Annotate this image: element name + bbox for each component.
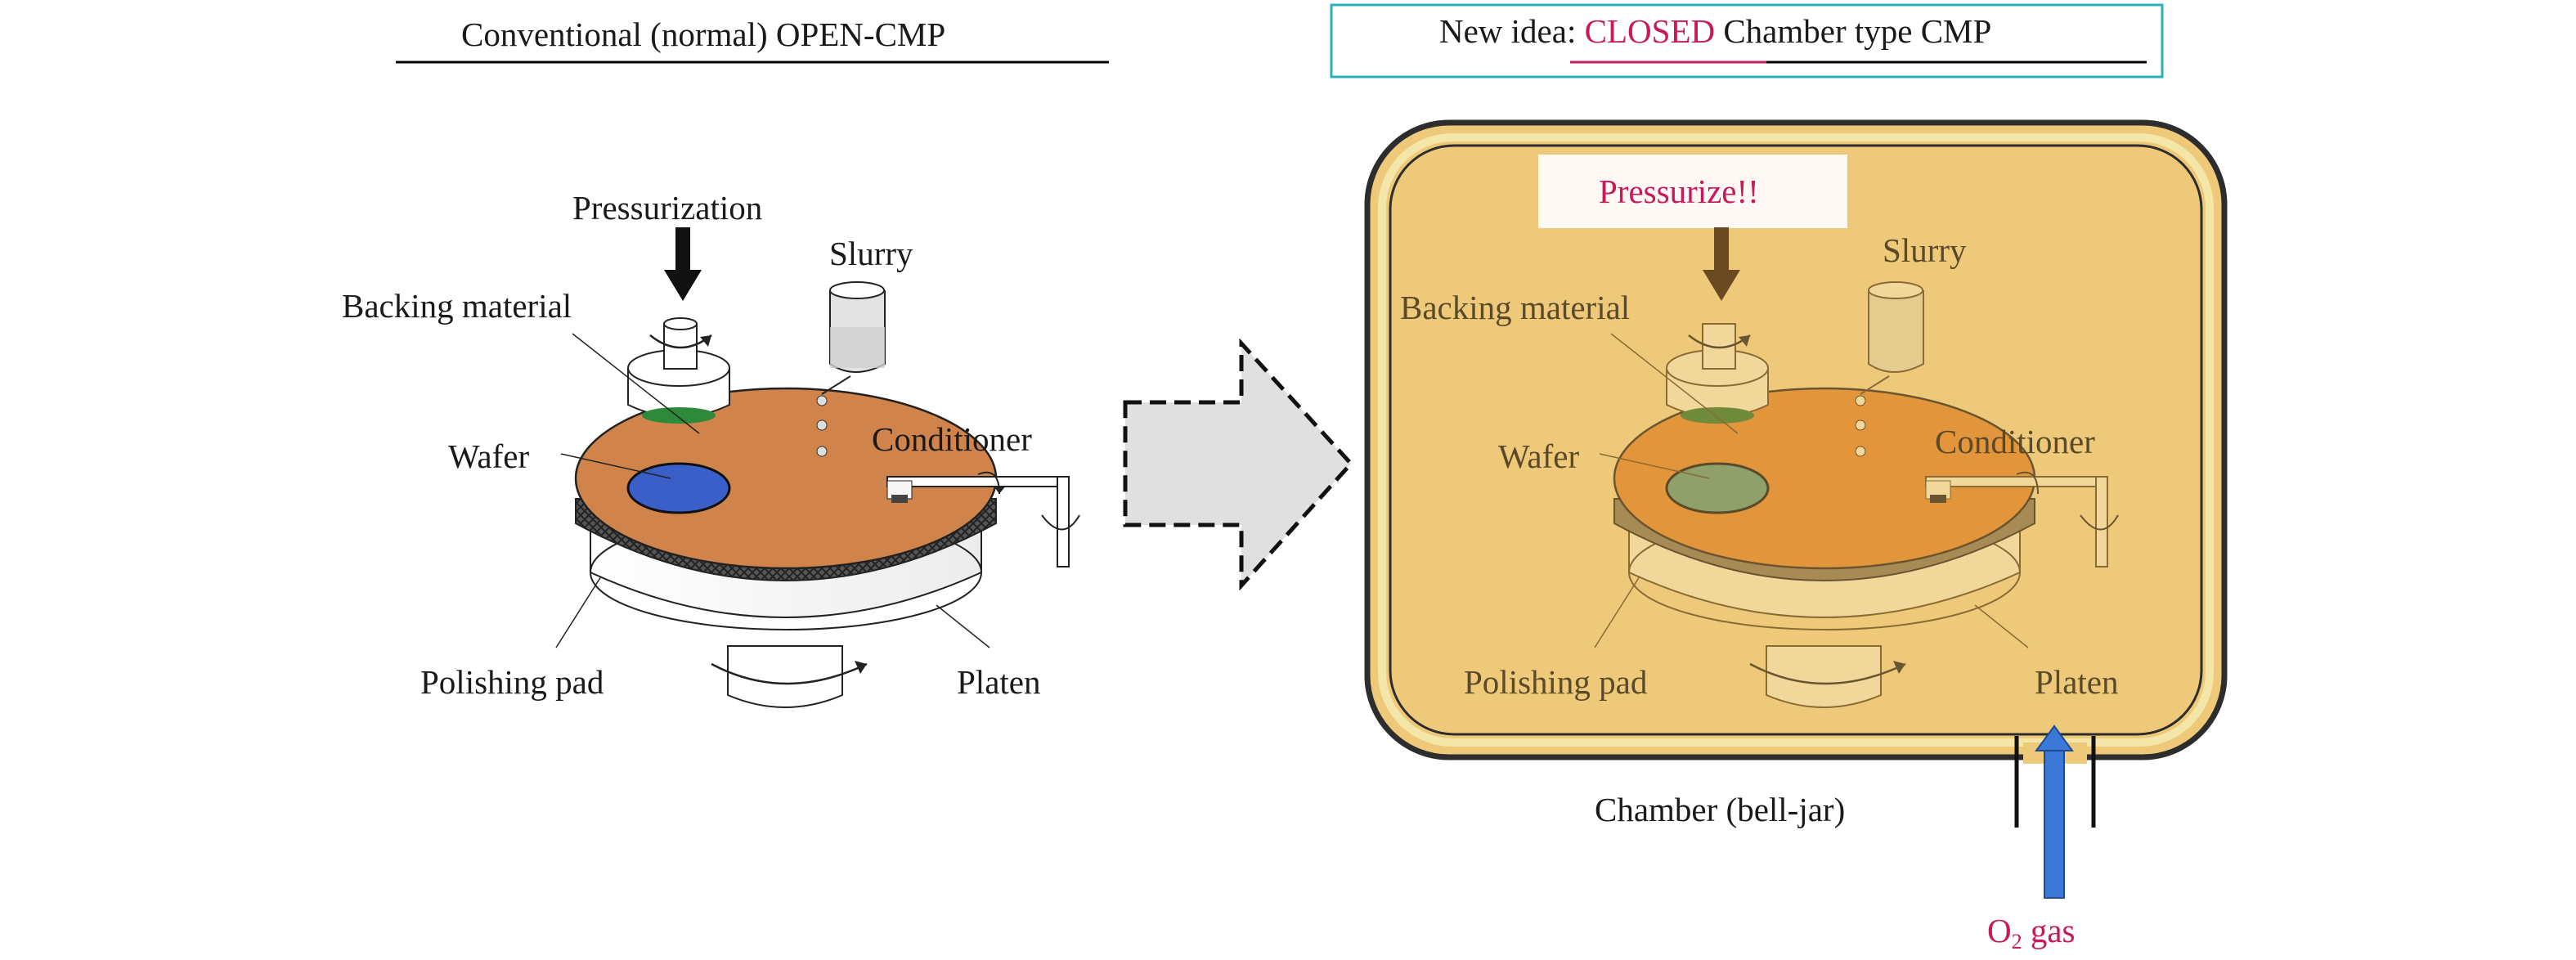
label-wafer: Wafer <box>448 437 530 475</box>
label-platen: Platen <box>957 663 1041 701</box>
slurry-drop <box>816 446 828 457</box>
chamber-inner-wall <box>1378 133 2214 747</box>
closed-cmp-machine <box>1594 227 2119 708</box>
slurry-drop <box>816 395 828 406</box>
label-slurry: Slurry <box>829 235 913 272</box>
leader-platen <box>936 604 990 648</box>
right-title-box <box>1330 3 2164 79</box>
conditioner-arm <box>886 471 1080 567</box>
gas-inlet <box>2014 724 2096 899</box>
label-conditioner: Conditioner <box>872 420 1032 458</box>
label-slurry-closed: Slurry <box>1883 231 1967 269</box>
label-polishing-pad: Polishing pad <box>420 663 604 701</box>
pressurize-callout-box <box>1537 153 1849 230</box>
leader-backing <box>572 333 700 434</box>
leader-wafer <box>560 453 671 479</box>
right-panel-title: New idea: CLOSED Chamber type CMP <box>1439 15 1991 48</box>
o2-gas-arrow-shaft <box>2044 745 2065 899</box>
label-wafer-closed: Wafer <box>1498 437 1580 475</box>
pressurize-callout: Pressurize!! <box>1599 173 1759 210</box>
slurry-drop <box>816 419 828 431</box>
leader-pad <box>555 576 602 648</box>
o2-gas-arrow-head <box>2035 724 2074 751</box>
platen-rotation-arrow <box>711 662 868 685</box>
label-chamber: Chamber (bell-jar) <box>1595 791 1846 828</box>
wafer-disk <box>626 462 731 514</box>
pressure-arrow <box>664 227 702 301</box>
carrier-head <box>627 317 730 424</box>
label-pressurization: Pressurization <box>572 189 763 227</box>
title-highlight-closed: CLOSED <box>1584 12 1716 50</box>
title-suffix: Chamber type CMP <box>1715 12 1992 50</box>
label-polishing-pad-closed: Polishing pad <box>1464 663 1648 701</box>
open-cmp-machine <box>555 227 1080 708</box>
label-o2-gas: O2 gas <box>1987 912 2076 953</box>
label-conditioner-closed: Conditioner <box>1935 423 2095 460</box>
label-backing-material-closed: Backing material <box>1400 289 1631 326</box>
label-platen-closed: Platen <box>2035 663 2119 701</box>
left-panel-title: Conventional (normal) OPEN-CMP <box>461 16 946 53</box>
title-prefix: New idea: <box>1439 12 1585 50</box>
transition-arrow <box>1123 338 1354 591</box>
platen-spindle <box>727 645 843 708</box>
label-backing-material: Backing material <box>342 287 572 325</box>
